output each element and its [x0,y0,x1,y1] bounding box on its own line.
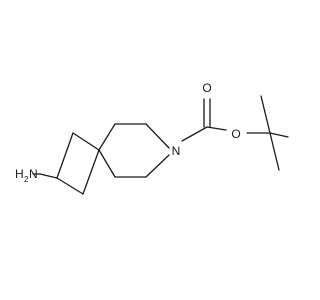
amine-h-label: H [15,167,24,181]
bond-carbonyl-c-nitrogen [181,126,208,142]
bond-cb-top-cb-left [56,132,74,179]
bond-c-upper-left-spiro [98,123,116,151]
bond-c-tertbutyl-methyl-bottom [269,132,280,171]
ring-nitrogen-label: N [172,144,181,158]
bond-c-lower-n [145,154,170,178]
bond-cb-left-ch2 [39,173,58,179]
carbonyl-oxygen-label: O [202,81,211,95]
bond-c-tertbutyl-methyl-right [269,132,289,138]
bond-cb-bottom-spiro [82,149,100,195]
bond-c-tertbutyl-methyl-top [260,95,271,134]
amine-group-label: H 2 N [15,167,38,184]
amine-subscript-label: 2 [24,175,29,184]
amine-n-label: N [29,167,38,181]
ester-oxygen-label: O [231,127,240,141]
bond-cb-left-cb-bottom [56,177,84,195]
molecule-structure-diagram: O O N H 2 N [15,81,289,195]
bond-spiro-c-lower-left [98,149,116,178]
bond-n-c-upper [145,123,170,149]
bond-spiro-cb-top [72,132,100,151]
